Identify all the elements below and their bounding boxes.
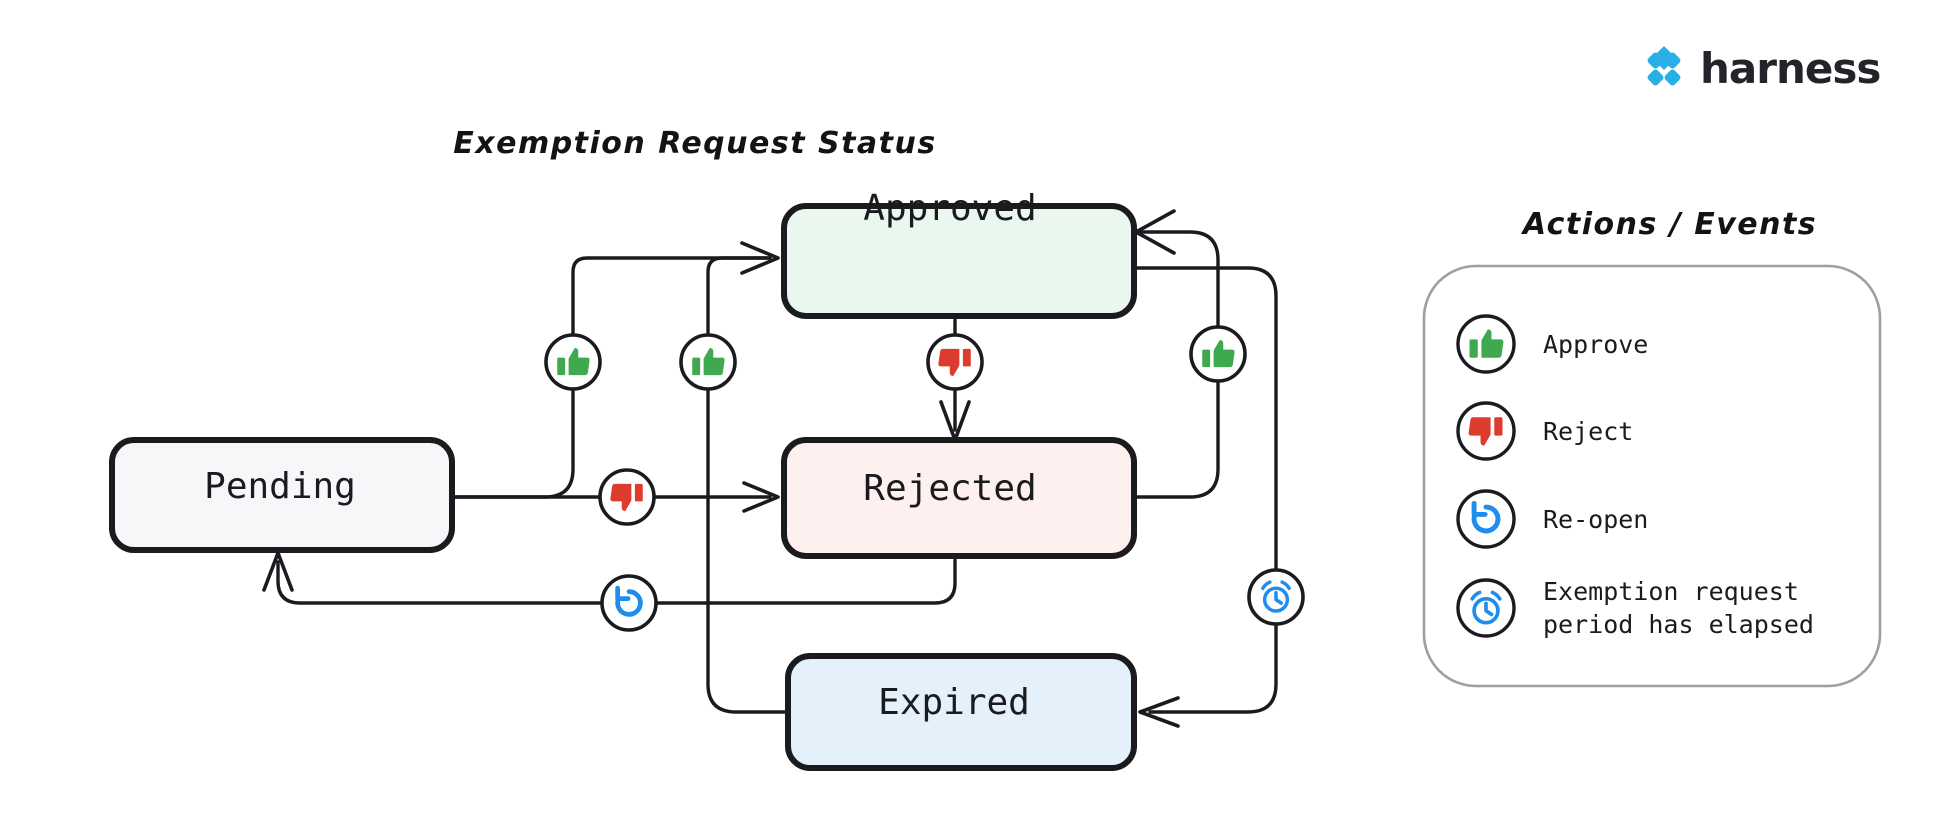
edge-badge-reject-approved[interactable]: [926, 333, 984, 391]
edge-badge-approve-expired[interactable]: [679, 333, 737, 391]
edge-rejected-to-approved: [1133, 230, 1220, 499]
edge-badge-reopen[interactable]: [600, 574, 658, 632]
edge-expired-to-approved: [706, 256, 792, 714]
legend-label-reopen: Re-open: [1543, 504, 1649, 534]
edge-approved-to-expired: [1133, 266, 1278, 714]
brand-logo: harness: [1640, 44, 1881, 93]
diagram-title: Exemption Request Status: [453, 126, 937, 161]
edge-badge-reject-pending[interactable]: [598, 468, 656, 526]
node-approved[interactable]: [781, 203, 1137, 319]
legend-label-elapsed: Exemption request period has elapsed: [1543, 577, 1814, 639]
legend-badge-reject: [1456, 401, 1516, 461]
edge-arrowhead-approved-left-a: [740, 241, 780, 275]
legend-item-reopen: Re-open: [1455, 488, 1648, 550]
legend-badge-reopen: [1456, 489, 1516, 549]
legend-item-reject: Reject: [1455, 400, 1633, 462]
harness-diamond-logo-icon: [1647, 45, 1681, 85]
node-expired[interactable]: [785, 653, 1137, 771]
edge-rejected-to-pending: [276, 558, 957, 605]
node-rejected[interactable]: [781, 437, 1137, 559]
edge-badge-elapsed[interactable]: [1247, 568, 1305, 626]
legend-title: Actions / Events: [1522, 207, 1818, 242]
brand-wordmark: harness: [1700, 44, 1881, 93]
node-layer: [109, 203, 1137, 771]
edge-badge-layer: [544, 325, 1305, 632]
legend-label-approve: Approve: [1543, 329, 1649, 359]
edge-layer: [262, 209, 1278, 728]
edge-badge-approve-pending[interactable]: [544, 333, 602, 391]
edge-arrowhead-rejected-left: [742, 481, 780, 513]
edge-badge-approve-rejected[interactable]: [1189, 325, 1247, 383]
legend-badge-approve: [1456, 314, 1516, 374]
legend-panel: [1422, 264, 1882, 688]
legend-item-elapsed: Exemption request period has elapsed: [1455, 575, 1814, 641]
legend-badge-elapsed: [1456, 578, 1516, 638]
edge-arrowhead-expired-right: [1138, 696, 1180, 728]
legend-label-reject: Reject: [1543, 416, 1634, 446]
node-pending[interactable]: [109, 437, 455, 553]
legend-item-approve: Approve: [1455, 313, 1648, 375]
